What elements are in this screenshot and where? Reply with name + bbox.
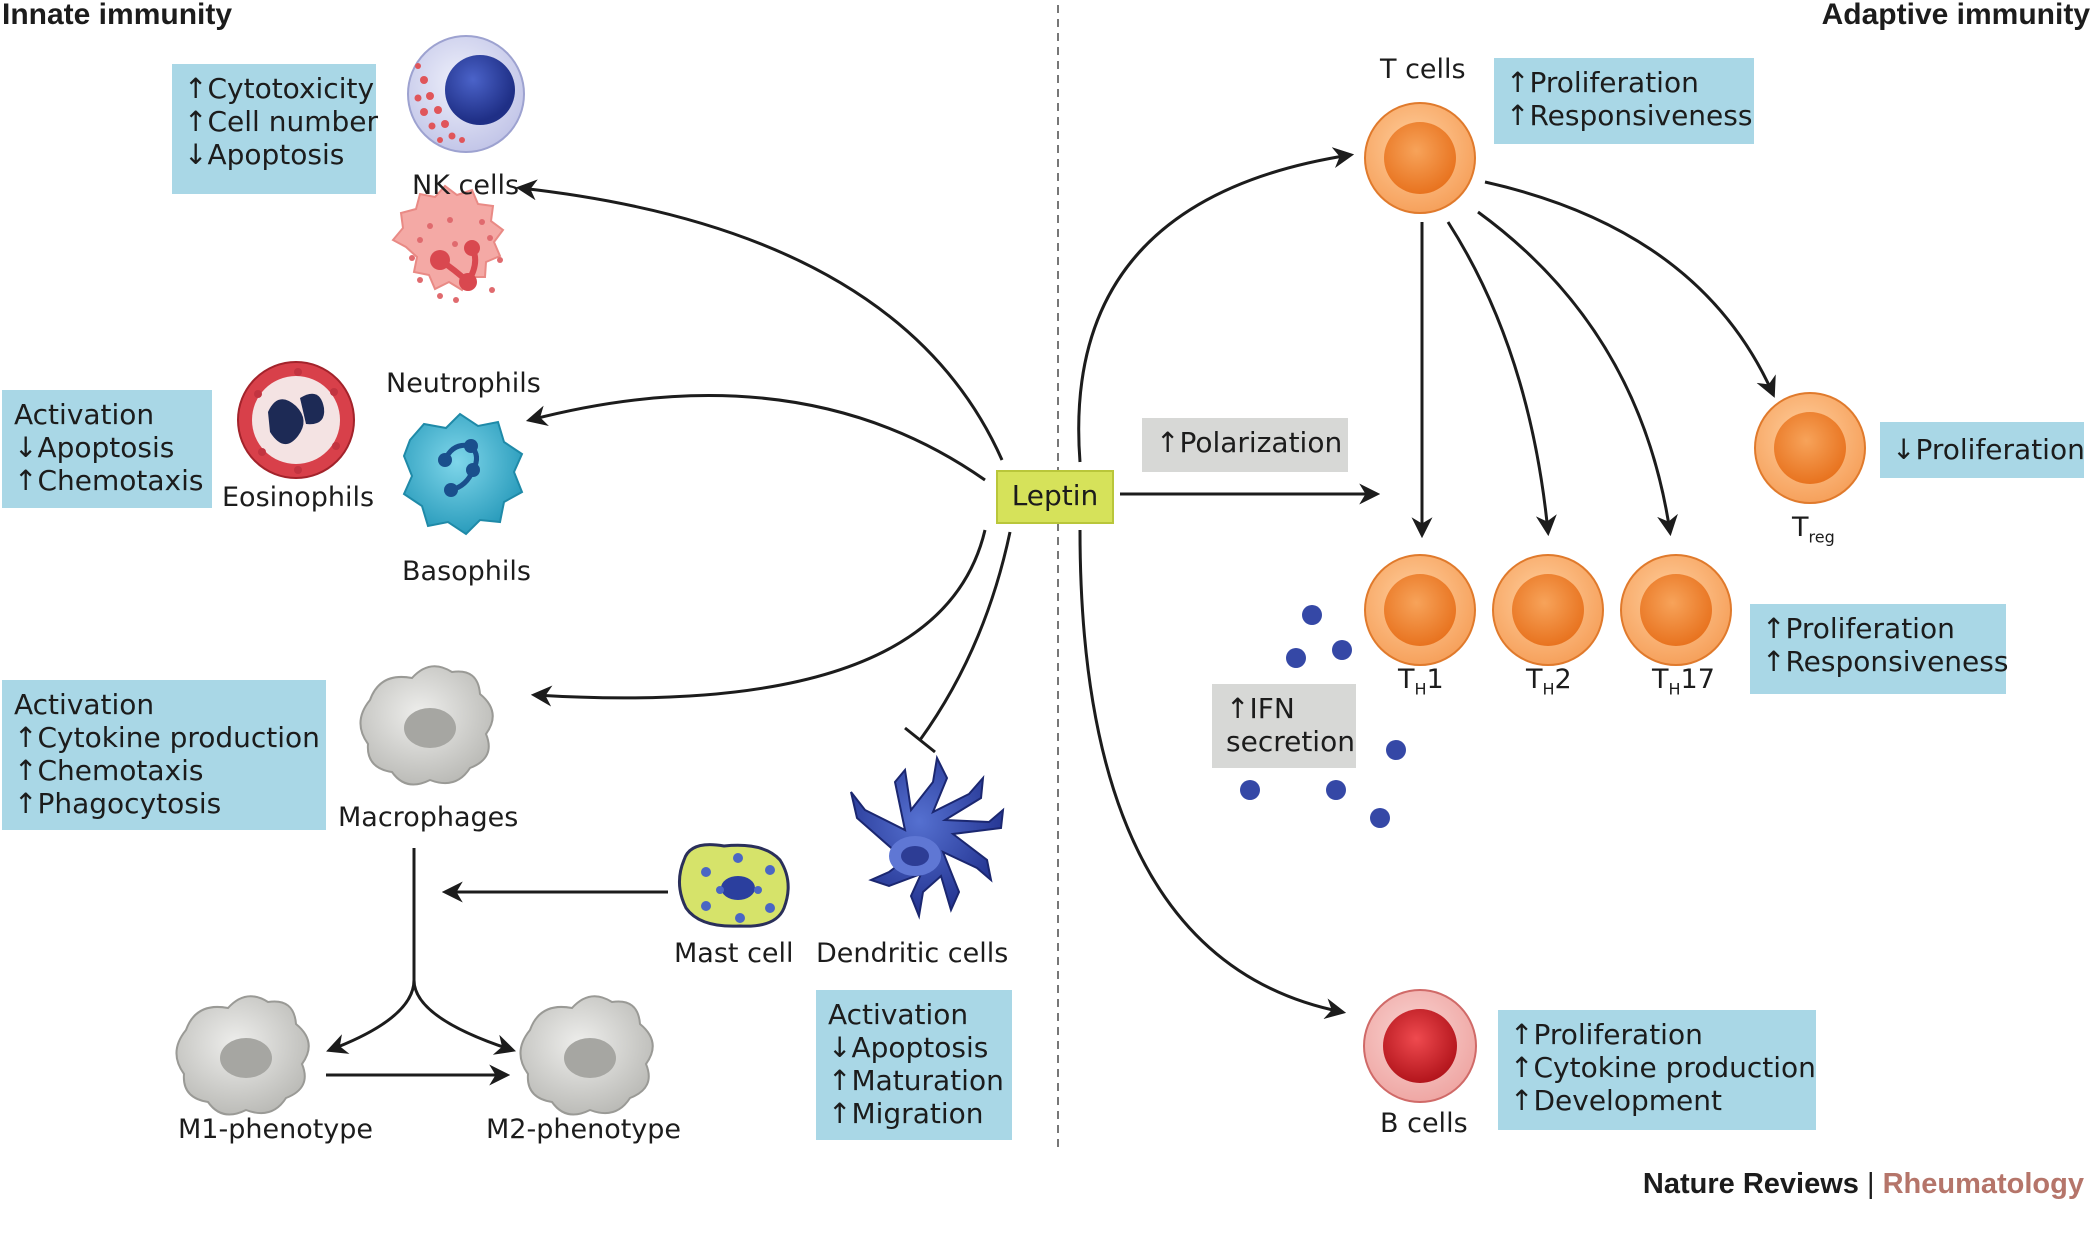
ifn-secretion-box: ↑IFN secretion <box>1212 684 1356 768</box>
treg-cell-icon <box>1754 392 1866 504</box>
innate-immunity-heading: Innate immunity <box>2 0 233 31</box>
arrow-leptin-to-granulocytes <box>525 394 986 482</box>
journal-name: Nature Reviews <box>1642 1168 1859 1200</box>
basophil-icon <box>402 412 524 536</box>
adaptive-immunity-heading: Adaptive immunity <box>1821 0 2090 31</box>
arrow-t-to-treg <box>1484 180 1776 398</box>
ifn-molecules <box>1240 605 1406 828</box>
th1-cell-icon <box>1364 554 1476 666</box>
macrophages-label: Macrophages <box>338 802 519 833</box>
b-cell-icon <box>1363 989 1477 1103</box>
neutrophils-label: Neutrophils <box>386 368 541 399</box>
t-cell-effects-box: ↑Proliferation ↑Responsiveness <box>1494 58 1754 144</box>
m2-phenotype-label: M2-phenotype <box>486 1114 682 1145</box>
polarization-box: ↑Polarization <box>1142 418 1348 472</box>
macrophage-effects-box: Activation ↑Cytokine production ↑Chemota… <box>2 680 326 830</box>
leptin-box: Leptin <box>996 470 1114 524</box>
nk-effects-box: ↑Cytotoxicity ↑Cell number ↓Apoptosis <box>172 64 378 194</box>
eosinophil-icon <box>237 361 355 479</box>
t-cells-label: T cells <box>1380 54 1466 85</box>
inhibit-bar <box>904 726 936 754</box>
granulocyte-effects-box: Activation ↓Apoptosis ↑Chemotaxis <box>2 390 212 508</box>
macrophage-icon <box>359 665 494 786</box>
arrow-leptin-to-macrophages <box>530 529 987 707</box>
b-cells-label: B cells <box>1380 1108 1468 1139</box>
inhibit-leptin-to-dendritic <box>918 531 1012 741</box>
th17-label: TH17 <box>1652 664 1715 699</box>
arrow-leptin-to-bcells <box>1078 529 1347 1020</box>
dendritic-cell-icon <box>850 754 1005 920</box>
dendritic-cells-label: Dendritic cells <box>816 938 1009 969</box>
th2-label: TH2 <box>1526 664 1572 699</box>
arrow-leptin-to-nk <box>515 179 1004 461</box>
arrow-t-to-th2 <box>1446 221 1557 537</box>
nk-cells-label: NK cells <box>412 170 520 201</box>
m2-macrophage-icon <box>519 995 654 1116</box>
m1-phenotype-label: M1-phenotype <box>178 1114 374 1145</box>
arrow-to-m2 <box>412 979 516 1055</box>
treg-label: Treg <box>1792 512 1835 547</box>
eosinophils-label: Eosinophils <box>222 482 375 513</box>
basophils-label: Basophils <box>402 556 531 587</box>
mast-cell-icon <box>678 843 790 928</box>
th1-label: TH1 <box>1398 664 1444 699</box>
treg-effects-box: ↓Proliferation <box>1880 422 2085 478</box>
th17-cell-icon <box>1620 554 1732 666</box>
journal-section: Rheumatology <box>1882 1168 2084 1200</box>
b-cell-effects-box: ↑Proliferation ↑Cytokine production ↑Dev… <box>1498 1010 1816 1130</box>
m1-macrophage-icon <box>175 995 310 1116</box>
arrow-t-to-th17 <box>1477 210 1678 537</box>
th-effects-box: ↑Proliferation ↑Responsiveness <box>1750 604 2008 694</box>
nk-cell-icon <box>407 35 525 153</box>
t-cell-icon <box>1364 102 1476 214</box>
arrow-to-m1 <box>326 848 416 1054</box>
dendritic-effects-box: Activation ↓Apoptosis ↑Maturation ↑Migra… <box>816 990 1012 1140</box>
th2-cell-icon <box>1492 554 1604 666</box>
journal-separator: | <box>1866 1168 1875 1200</box>
journal-credit: Nature Reviews | Rheumatology <box>1643 1168 2084 1201</box>
arrow-leptin-to-tcells <box>1077 147 1355 463</box>
neutrophil-icon <box>391 184 505 303</box>
mast-cell-label: Mast cell <box>674 938 794 969</box>
